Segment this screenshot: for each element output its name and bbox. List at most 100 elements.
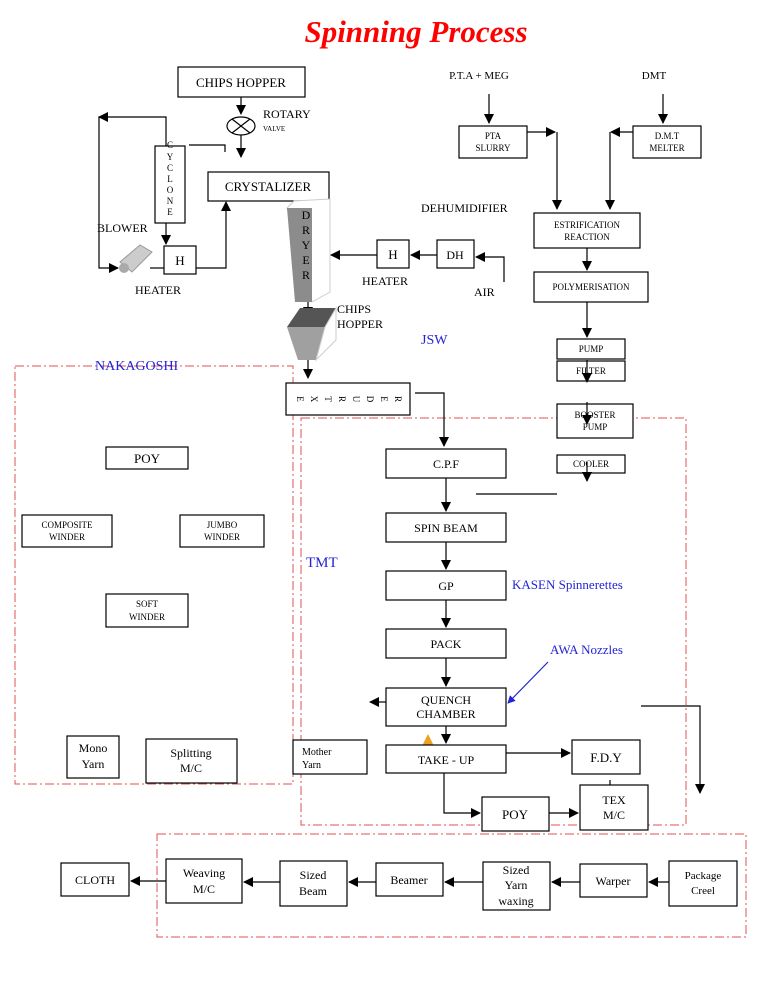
svg-text:PTA: PTA <box>485 131 502 141</box>
svg-text:CLOTH: CLOTH <box>75 873 115 887</box>
svg-text:E: E <box>167 207 173 217</box>
svg-text:H: H <box>388 247 397 262</box>
heater-2-box: H <box>376 239 410 269</box>
svg-text:Creel: Creel <box>691 885 715 897</box>
heater-2-label: HEATER <box>362 274 408 288</box>
dehumidifier-label: DEHUMIDIFIER <box>421 201 508 215</box>
mother-yarn: Mother Yarn <box>292 739 368 775</box>
chips-hopper-2 <box>287 306 337 362</box>
dmt-melter: D.M.T MELTER <box>632 125 702 159</box>
tmt-region <box>300 417 687 826</box>
tmt-label: TMT <box>306 555 338 571</box>
svg-text:Beamer: Beamer <box>390 873 427 887</box>
chips-hopper-2-label: CHIPS <box>337 302 371 316</box>
svg-text:GP: GP <box>438 579 454 593</box>
polymerisation: POLYMERISATION <box>533 271 649 303</box>
svg-text:Y: Y <box>302 238 311 252</box>
soft-winder: SOFT WINDER <box>105 593 189 628</box>
svg-text:COMPOSITE: COMPOSITE <box>41 520 93 530</box>
svg-text:PUMP: PUMP <box>579 344 604 354</box>
svg-text:POLYMERISATION: POLYMERISATION <box>552 282 630 292</box>
warning-icon <box>422 734 434 746</box>
air-label: AIR <box>474 285 495 299</box>
svg-text:CHAMBER: CHAMBER <box>416 707 475 721</box>
svg-text:REACTION: REACTION <box>564 232 610 242</box>
mono-yarn: Mono Yarn <box>66 735 120 779</box>
pump: PUMP <box>556 338 626 360</box>
svg-text:CHIPS HOPPER: CHIPS HOPPER <box>196 75 286 90</box>
extruder: E X T R U D E R <box>285 382 411 416</box>
svg-text:E: E <box>302 253 309 267</box>
svg-text:Beam: Beam <box>299 884 328 898</box>
svg-text:SPIN BEAM: SPIN BEAM <box>414 521 478 535</box>
svg-text:R: R <box>302 223 310 237</box>
gp: GP <box>385 570 507 601</box>
svg-text:E: E <box>379 396 389 402</box>
svg-text:Package: Package <box>685 870 722 882</box>
svg-text:MELTER: MELTER <box>649 143 684 153</box>
chips-hopper-2-label-2: HOPPER <box>337 317 383 331</box>
jumbo-winder: JUMBO WINDER <box>179 514 265 548</box>
svg-text:R: R <box>393 396 403 402</box>
nakagoshi-label: NAKAGOSHI <box>95 359 179 374</box>
rotary-valve-label: ROTARY <box>263 107 311 121</box>
svg-text:Splitting: Splitting <box>170 746 211 760</box>
fdy: F.D.Y <box>571 739 641 775</box>
svg-text:PACK: PACK <box>431 637 462 651</box>
svg-text:BOOSTER: BOOSTER <box>574 410 615 420</box>
svg-text:F.D.Y: F.D.Y <box>590 750 622 765</box>
svg-text:Weaving: Weaving <box>183 866 225 880</box>
svg-text:U: U <box>351 396 361 403</box>
svg-text:M/C: M/C <box>180 761 202 775</box>
estrification-reaction: ESTRIFICATION REACTION <box>533 212 641 249</box>
svg-text:SLURRY: SLURRY <box>475 143 511 153</box>
kasen-label: KASEN Spinnerettes <box>512 577 623 592</box>
svg-text:Mono: Mono <box>79 741 108 755</box>
composite-winder: COMPOSITE WINDER <box>21 514 113 548</box>
svg-text:Yarn: Yarn <box>505 878 528 892</box>
svg-text:Yarn: Yarn <box>302 760 321 771</box>
poy-tmt: POY <box>481 796 550 832</box>
svg-text:JUMBO: JUMBO <box>207 520 238 530</box>
rotary-valve-label-2: VALVE <box>263 125 285 133</box>
svg-text:C: C <box>167 140 173 150</box>
page-title: Spinning Process <box>304 14 527 49</box>
dehumidifier-box: DH <box>436 239 475 269</box>
svg-text:C: C <box>167 163 173 173</box>
dmt-label: DMT <box>642 70 667 82</box>
pta-meg-label: P.T.A + MEG <box>449 70 509 82</box>
svg-text:D: D <box>365 396 375 403</box>
weaving-region <box>156 833 747 938</box>
svg-text:WINDER: WINDER <box>204 532 240 542</box>
awa-label: AWA Nozzles <box>550 642 623 657</box>
rotary-valve-icon <box>226 116 256 136</box>
svg-text:CRYSTALIZER: CRYSTALIZER <box>225 179 312 194</box>
svg-text:COOLER: COOLER <box>573 459 609 469</box>
blower-icon <box>119 244 153 273</box>
svg-text:N: N <box>167 196 174 206</box>
svg-text:E: E <box>295 396 305 402</box>
svg-text:X: X <box>309 396 319 403</box>
svg-text:Mother: Mother <box>302 747 332 758</box>
svg-text:waxing: waxing <box>498 894 533 908</box>
svg-text:D: D <box>302 208 311 222</box>
nakagoshi-region <box>14 365 294 785</box>
svg-text:M/C: M/C <box>603 808 625 822</box>
weaving-mc: Weaving M/C <box>165 858 243 904</box>
svg-text:O: O <box>167 185 174 195</box>
svg-text:Sized: Sized <box>503 863 530 877</box>
heater-label: HEATER <box>135 283 181 297</box>
jsw-label: JSW <box>421 333 448 348</box>
svg-text:R: R <box>302 268 310 282</box>
svg-text:FILTER: FILTER <box>576 366 606 376</box>
tex-mc: TEX M/C <box>579 784 649 831</box>
svg-text:H: H <box>175 253 184 268</box>
svg-text:SOFT: SOFT <box>136 599 159 609</box>
svg-text:Y: Y <box>167 152 174 162</box>
cooler: COOLER <box>556 454 626 474</box>
svg-text:ESTRIFICATION: ESTRIFICATION <box>554 220 621 230</box>
svg-text:WINDER: WINDER <box>49 532 85 542</box>
warper: Warper <box>579 863 648 898</box>
package-creel: Package Creel <box>668 860 738 907</box>
